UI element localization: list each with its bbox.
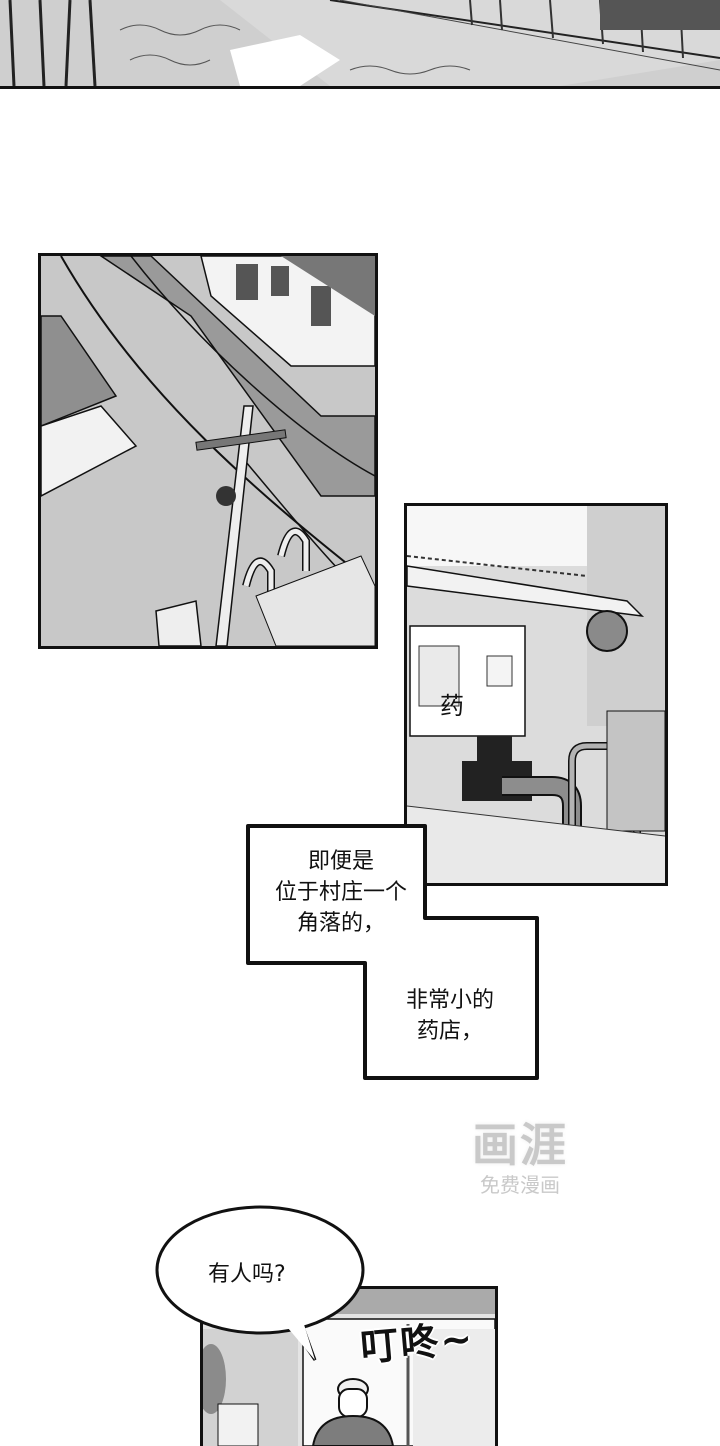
caption-first-line: 角落的， — [296, 911, 385, 936]
caption-second: 非常小的 药店， — [390, 985, 510, 1047]
panel-street-overhead — [38, 253, 378, 649]
pharmacy-illustration — [407, 506, 665, 883]
caption-first-line: 位于村庄一个 — [274, 880, 407, 905]
watermark-subtitle: 免费漫画 — [480, 1173, 560, 1197]
caption-second-line: 非常小的 — [405, 988, 494, 1013]
caption-box-frame — [246, 824, 539, 1080]
pharmacy-sign-text: 药 — [440, 692, 464, 720]
panel-pharmacy-front: 药 — [404, 503, 668, 886]
speech-bubble-shape — [155, 1205, 365, 1361]
caption-first: 即便是 位于村庄一个 角落的， — [250, 846, 432, 939]
panel-top-landscape — [0, 0, 720, 89]
speech-bubble-text: 有人吗? — [208, 1262, 286, 1287]
caption-first-line: 即便是 — [307, 849, 374, 874]
street-illustration — [41, 256, 375, 646]
landscape-illustration — [0, 0, 720, 86]
watermark: 画涯 免费漫画 — [455, 1118, 585, 1198]
caption-second-line: 药店， — [416, 1019, 483, 1044]
watermark-logo: 画涯 — [472, 1118, 568, 1172]
